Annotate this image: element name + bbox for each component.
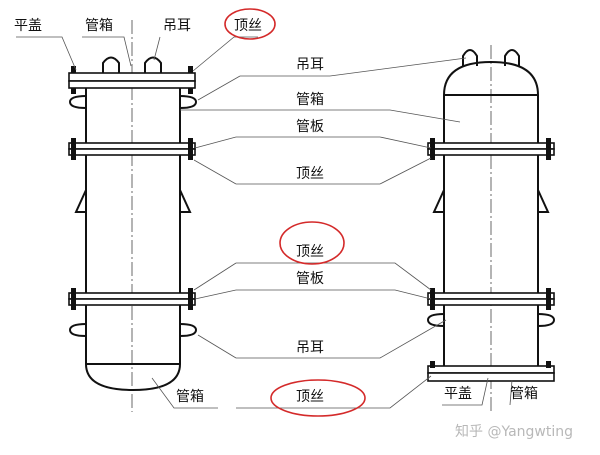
right-shell-support-l xyxy=(432,189,445,213)
label-flat-cover-top: 平盖 xyxy=(14,18,42,34)
right-tube-sheet-lower-1 xyxy=(427,292,555,300)
highlight-circles xyxy=(224,8,366,417)
right-top-head xyxy=(443,60,539,96)
right-side-lug-lr xyxy=(537,313,556,327)
left-shell-support-l xyxy=(74,189,87,213)
right-side-lug-ll xyxy=(426,313,445,327)
labels: 平盖 管箱 吊耳 顶丝 吊耳 管箱 管板 顶丝 顶丝 管板 吊耳 管箱 顶丝 平… xyxy=(14,18,538,405)
label-jackscrew-top: 顶丝 xyxy=(234,18,262,34)
label-channel-mid: 管箱 xyxy=(296,92,324,108)
label-tube-sheet-mid: 管板 xyxy=(296,119,324,135)
left-top-flange-bolt-l xyxy=(71,88,76,94)
right-flat-cover xyxy=(427,372,555,382)
right-upper-flange-bolt-r xyxy=(546,138,551,160)
left-cover-bolt-l xyxy=(71,66,76,73)
label-lifting-lug-lower: 吊耳 xyxy=(296,340,324,356)
left-top-flange xyxy=(68,80,196,89)
right-top-lug-2 xyxy=(504,49,520,66)
label-jackscrew-mid: 顶丝 xyxy=(296,166,324,182)
watermark: 知乎 @Yangwting xyxy=(455,423,573,440)
left-bottom-head xyxy=(85,363,181,392)
label-channel-bottom-right: 管箱 xyxy=(510,386,538,402)
left-flat-cover xyxy=(68,72,196,82)
left-side-lug-lr xyxy=(179,323,198,337)
left-side-lug-ur xyxy=(179,95,198,109)
right-exchanger xyxy=(426,45,556,412)
right-upper-flange-bolt-l xyxy=(430,138,435,160)
left-side-lug-ll xyxy=(68,323,87,337)
left-tube-sheet-lower-1 xyxy=(68,292,196,300)
left-top-lug-1 xyxy=(102,56,120,73)
label-channel-top: 管箱 xyxy=(85,18,113,34)
right-tube-sheet-upper-1 xyxy=(427,142,555,150)
left-top-lug-2 xyxy=(144,56,162,73)
label-channel-bottom-left: 管箱 xyxy=(176,389,204,405)
right-bottom-bolt-l xyxy=(430,361,435,368)
left-lower-flange-bolt-r xyxy=(188,288,193,310)
left-side-lug-ul xyxy=(68,95,87,109)
right-bottom-flange xyxy=(427,365,555,374)
label-lifting-lug-top: 吊耳 xyxy=(163,18,191,34)
left-tube-sheet-upper-1 xyxy=(68,142,196,150)
left-top-flange-bolt-r xyxy=(188,88,193,94)
label-tube-sheet-lower: 管板 xyxy=(296,271,324,287)
right-top-lug-1 xyxy=(462,49,478,66)
highlight-jackscrew-lower xyxy=(279,221,345,265)
highlight-jackscrew-bottom xyxy=(270,379,366,417)
left-cover-bolt-r xyxy=(188,66,193,73)
highlight-jackscrew-top xyxy=(224,8,276,40)
left-upper-flange-bolt-r xyxy=(188,138,193,160)
right-lower-flange-bolt-l xyxy=(430,288,435,310)
left-lower-flange-bolt-l xyxy=(71,288,76,310)
left-tube-sheet-lower-2 xyxy=(68,298,196,306)
left-shell-support-r xyxy=(179,189,192,213)
right-shell-support-r xyxy=(537,189,550,213)
left-exchanger xyxy=(68,20,198,412)
right-lower-flange-bolt-r xyxy=(546,288,551,310)
left-upper-flange-bolt-l xyxy=(71,138,76,160)
leader-lines xyxy=(16,36,513,409)
left-tube-sheet-upper-2 xyxy=(68,148,196,156)
right-tube-sheet-lower-2 xyxy=(427,298,555,306)
label-jackscrew-bottom: 顶丝 xyxy=(296,389,324,405)
label-flat-cover-bottom: 平盖 xyxy=(444,386,472,402)
right-tube-sheet-upper-2 xyxy=(427,148,555,156)
label-lifting-lug-mid: 吊耳 xyxy=(296,57,324,73)
label-jackscrew-lower: 顶丝 xyxy=(296,244,324,260)
right-bottom-bolt-r xyxy=(546,361,551,368)
